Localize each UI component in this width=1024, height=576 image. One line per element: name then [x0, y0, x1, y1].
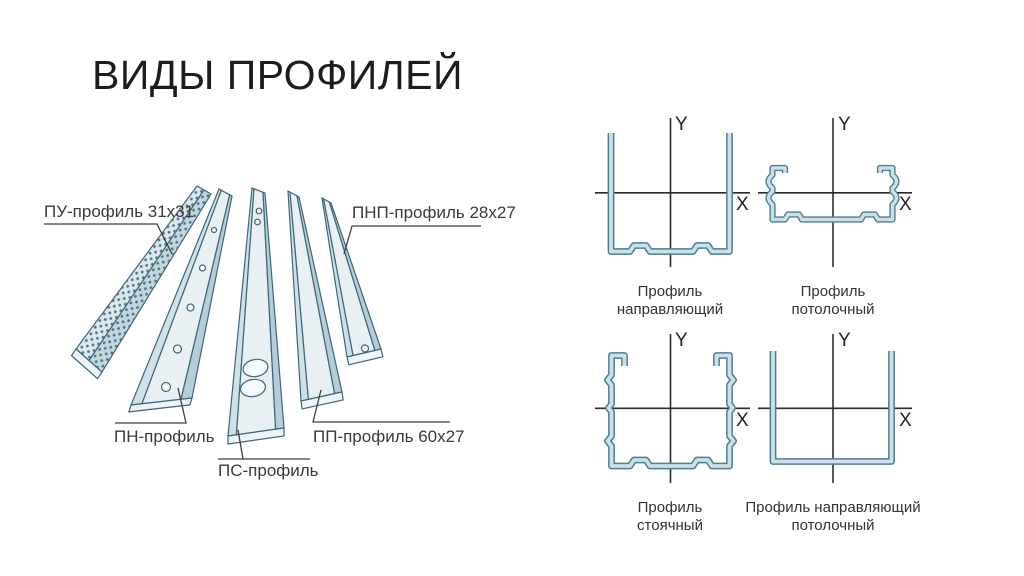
leader-ps [218, 429, 310, 460]
pu-profile-drawing [70, 185, 212, 380]
pp-profile-drawing [287, 189, 344, 410]
page-title: ВИДЫ ПРОФИЛЕЙ [92, 52, 463, 98]
leader-pp [312, 389, 450, 423]
caption-ceiling-line2: потолочный [791, 301, 875, 318]
leader-pu [44, 223, 173, 255]
caption-guide-line1: Профиль [637, 283, 703, 300]
pn-holes [160, 226, 218, 393]
guide-ceiling-fill [771, 351, 894, 464]
caption-guide-ceiling-line2: потолочный [791, 517, 875, 534]
label-pn-profile: ПН-профиль [114, 427, 215, 446]
leader-pn [115, 387, 187, 424]
guide-ceiling-x-axis-label: X [899, 410, 912, 431]
section-guide [595, 118, 750, 267]
caption-ceiling: Профиль потолочный [743, 283, 923, 319]
leader-lines [44, 223, 481, 460]
guide-fill [609, 133, 732, 254]
caption-guide-ceiling-line1: Профиль направляющий [745, 499, 921, 516]
label-ps-profile: ПС-профиль [218, 461, 319, 480]
section-ceiling [758, 118, 912, 267]
iso-illustration [44, 185, 481, 460]
section-guide-ceiling [758, 334, 912, 483]
ceiling-x-axis-label: X [899, 194, 912, 215]
ceiling-y-axis-label: Y [838, 114, 851, 135]
pnp-profile-drawing [321, 196, 384, 366]
pnp-hole [360, 344, 370, 353]
label-pnp-profile: ПНП-профиль 28x27 [352, 203, 516, 222]
caption-stud-line1: Профиль [637, 499, 703, 516]
stud-x-axis-label: X [736, 410, 749, 431]
label-pu-profile: ПУ-профиль 31x31 [44, 202, 195, 221]
stud-fill [605, 353, 736, 468]
caption-stud: Профиль стоячный [580, 499, 760, 535]
caption-ceiling-line1: Профиль [800, 283, 866, 300]
guide-ceiling-y-axis-label: Y [838, 330, 851, 351]
caption-guide-ceiling: Профиль направляющий потолочный [723, 499, 943, 535]
ceiling-fill [766, 166, 899, 222]
ps-profile-drawing [227, 187, 285, 445]
caption-stud-line2: стоячный [637, 517, 703, 534]
caption-guide-line2: направляющий [616, 301, 724, 318]
caption-guide: Профиль направляющий [580, 283, 760, 319]
guide-y-axis-label: Y [675, 114, 688, 135]
section-stud [595, 334, 750, 483]
stud-y-axis-label: Y [675, 330, 688, 351]
guide-x-axis-label: X [736, 194, 749, 215]
ps-holes [240, 207, 269, 398]
leader-pnp [343, 225, 481, 255]
label-pp-profile: ПП-профиль 60x27 [313, 427, 465, 446]
